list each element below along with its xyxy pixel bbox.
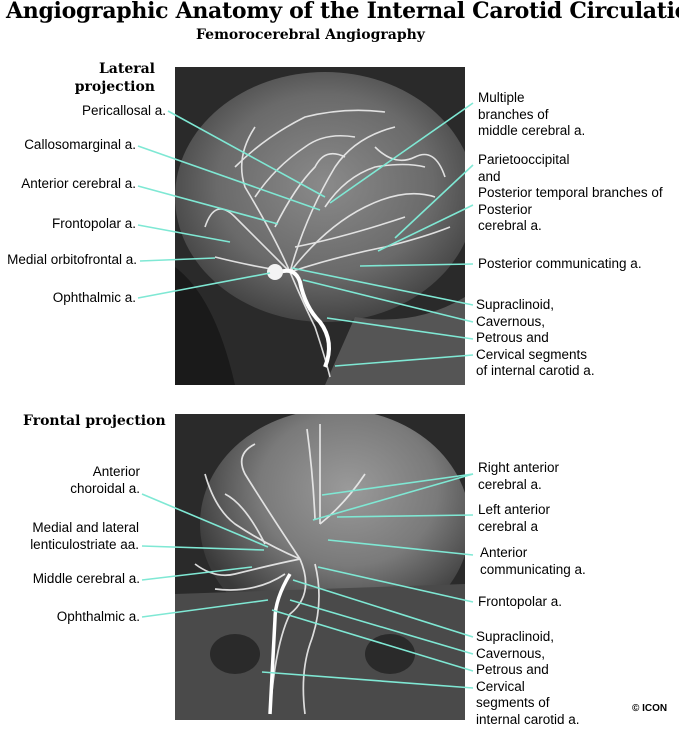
text-line: middle cerebral a. [478, 123, 586, 138]
label-ica-segments-lateral: Supraclinoid, Cavernous, Petrous and Cer… [476, 297, 595, 380]
leader-frontopolar-frontal [317, 566, 474, 603]
label-anterior-cerebral: Anterior cerebral a. [21, 176, 136, 191]
lateral-angiogram-image [175, 67, 465, 385]
leader-cervical-lateral [334, 354, 474, 367]
label-pericallosal: Pericallosal a. [81, 103, 166, 118]
leader-anterior-cerebral [137, 185, 279, 225]
label-frontopolar-frontal: Frontopolar a. [478, 594, 563, 609]
text-line: branches of [478, 106, 549, 122]
text-line: Anterior [92, 464, 140, 479]
text-line: cerebral a. [478, 218, 542, 233]
text-line: Posterior temporal branches of [478, 185, 663, 200]
leader-supraclinoid-frontal [292, 579, 474, 638]
label-posterior-cerebral-branches: Parietooccipital and Posterior temporal … [478, 152, 663, 235]
copyright-logo: © ICON [632, 703, 668, 714]
leader-posterior-temporal [377, 204, 474, 252]
leader-lenticulostriate [141, 545, 265, 551]
leader-supraclinoid-lateral [291, 267, 474, 306]
text-line: segments of [476, 695, 550, 710]
label-middle-cerebral-frontal: Middle cerebral a. [32, 571, 140, 586]
label-ophthalmic-lateral: Ophthalmic a. [52, 290, 136, 305]
leader-petrous-frontal [271, 609, 474, 672]
label-posterior-communicating: Posterior communicating a. [478, 256, 642, 271]
leader-petrous-lateral [326, 317, 474, 340]
leader-cavernous-frontal [289, 599, 474, 655]
leader-pericallosal [167, 110, 326, 198]
label-frontopolar-lateral: Frontopolar a. [51, 216, 136, 231]
page-subtitle: Femorocerebral Angiography [196, 27, 425, 43]
text-line: Petrous and [476, 662, 549, 677]
leader-middle-cerebral-frontal [141, 566, 253, 581]
label-callosomarginal: Callosomarginal a. [24, 137, 136, 152]
label-anterior-communicating: Anterior communicating a. [480, 545, 586, 578]
text-line: cerebral a. [478, 476, 542, 492]
text-line: and [478, 168, 501, 184]
page-title: Angiographic Anatomy of the Internal Car… [6, 0, 679, 24]
text-line: internal carotid a. [476, 711, 580, 727]
leader-ophthalmic-lateral [137, 272, 271, 299]
leader-right-anterior-cerebral-b [312, 473, 474, 521]
leader-frontopolar-lateral [137, 224, 231, 243]
text-line: Anterior [480, 545, 528, 560]
leader-anterior-choroidal [141, 493, 269, 548]
text-line: Multiple [478, 90, 525, 105]
text-line: cerebral a [478, 518, 539, 534]
leader-anterior-communicating [327, 539, 474, 556]
text-line: choroidal a. [70, 480, 140, 496]
label-ophthalmic-frontal: Ophthalmic a. [56, 609, 140, 624]
text-line: Supraclinoid, [476, 629, 555, 644]
label-ica-segments-frontal: Supraclinoid, Cavernous, Petrous and Cer… [476, 629, 580, 728]
leader-medial-orbitofrontal [139, 257, 216, 262]
leader-middle-cerebral [329, 102, 474, 204]
text-line: Supraclinoid, [476, 297, 555, 312]
text-line: Cervical segments [476, 346, 588, 362]
label-anterior-choroidal: Anterior choroidal a. [0, 464, 140, 497]
text-line: communicating a. [480, 561, 586, 577]
frontal-heading: Frontal projection [23, 413, 166, 429]
label-medial-orbitofrontal: Medial orbitofrontal a. [7, 252, 137, 267]
leader-ophthalmic-frontal [141, 599, 269, 618]
lateral-angiogram-drawing [175, 67, 465, 385]
text-line: Right anterior [478, 460, 560, 475]
text-line: Posterior [478, 201, 533, 217]
leader-callosomarginal [137, 145, 321, 211]
text-line: Medial and lateral [32, 520, 139, 535]
label-left-anterior-cerebral: Left anterior cerebral a [478, 502, 550, 535]
text-line: Cervical [476, 678, 525, 694]
leader-left-anterior-cerebral [336, 514, 474, 518]
text-line: Petrous and [476, 330, 549, 345]
leader-parietooccipital [394, 164, 474, 239]
text-line: Cavernous, [476, 645, 546, 661]
lateral-heading-line1: Lateral [98, 61, 155, 77]
label-lenticulostriate: Medial and lateral lenticulostriate aa. [0, 520, 139, 553]
label-middle-cerebral-branches: Multiple branches of middle cerebral a. [478, 90, 585, 140]
text-line: of internal carotid a. [476, 363, 595, 378]
text-line: Parietooccipital [478, 152, 570, 167]
text-line: Left anterior [478, 502, 551, 517]
text-line: Cavernous, [476, 313, 546, 329]
label-right-anterior-cerebral: Right anterior cerebral a. [478, 460, 559, 493]
text-line: lenticulostriate aa. [30, 536, 139, 552]
lateral-heading: Lateral projection [60, 60, 155, 96]
frontal-angiogram-image [175, 414, 465, 720]
leader-right-anterior-cerebral-a [321, 473, 474, 496]
leader-posterior-communicating [359, 263, 474, 267]
lateral-heading-line2: projection [74, 79, 155, 95]
leader-cavernous-lateral [302, 279, 474, 323]
leader-cervical-frontal [261, 671, 474, 689]
